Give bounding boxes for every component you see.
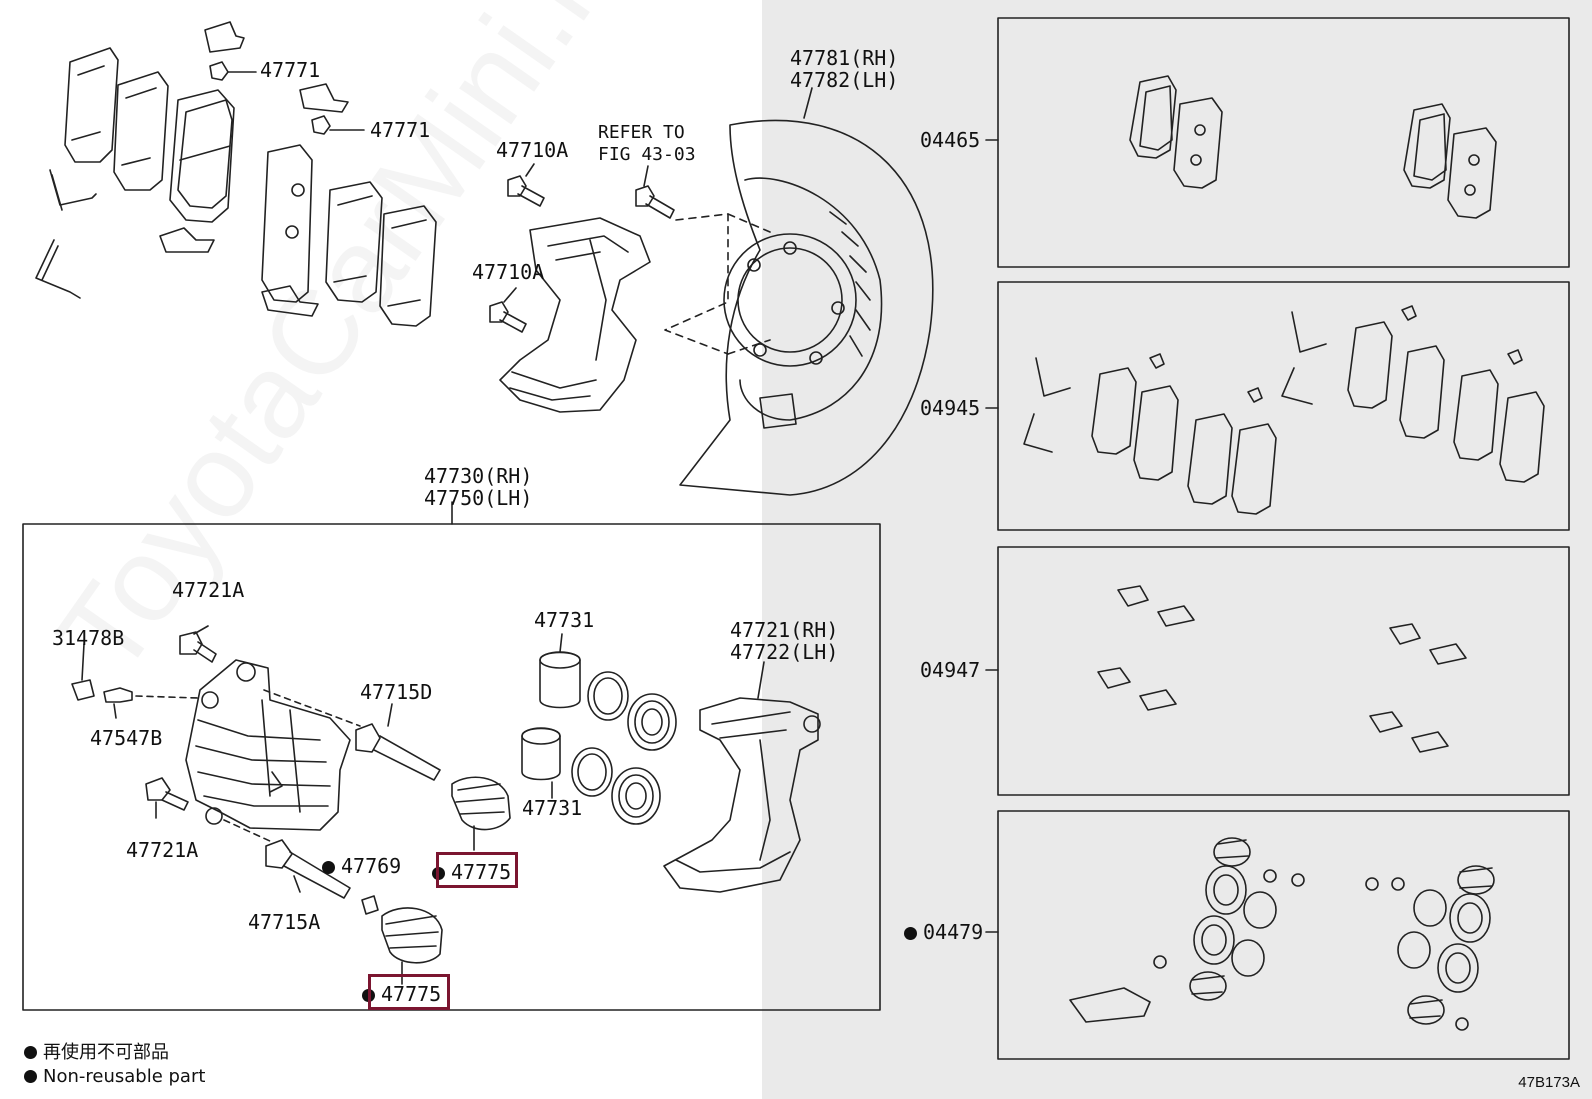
kit-04479-seals (1069, 837, 1495, 1031)
highlight-47775-lower (368, 974, 450, 1010)
label-47715d: 47715D (360, 680, 433, 704)
pad-group-top-left (35, 21, 437, 327)
label-refer-fig: FIG 43-03 (598, 144, 696, 165)
label-47710a-lower: 47710A (472, 260, 545, 284)
legend-line-jp: 再使用不可部品 (24, 1044, 169, 1062)
label-47769: 47769 (322, 856, 401, 876)
label-47771-mid: 47771 (370, 118, 431, 142)
slide-pins (223, 689, 441, 915)
label-47721-rh: 47721(RH) (730, 618, 839, 642)
dust-boots (381, 776, 511, 985)
kit-04465-pads (1129, 75, 1497, 219)
mounting-bracket-lower (663, 661, 821, 893)
label-47715a: 47715A (248, 910, 321, 934)
label-47750-lh: 47750(LH) (424, 486, 533, 510)
legend-text-jp: 再使用不可部品 (43, 1042, 169, 1063)
kit-label-04945: 04945 (920, 396, 981, 420)
caliper-assembly-box (22, 523, 881, 1011)
kit-box-04465 (997, 17, 1570, 268)
kit-04947-clips (1097, 585, 1467, 753)
label-47721a-bottom: 47721A (126, 838, 199, 862)
label-47775-lower-text: 47775 (381, 982, 442, 1006)
label-47710a-upper: 47710A (496, 138, 569, 162)
non-reusable-dot (904, 927, 917, 940)
figure-code: 47B173A (1518, 1074, 1580, 1091)
legend-dot (24, 1046, 37, 1059)
label-47730-rh: 47730(RH) (424, 464, 533, 488)
caliper-small-parts (71, 625, 217, 819)
pistons-seals (521, 633, 677, 825)
label-47781-rh: 47781(RH) (790, 46, 899, 70)
non-reusable-dot (322, 861, 335, 874)
label-47731-top: 47731 (534, 608, 595, 632)
kit-box-04479 (997, 810, 1570, 1060)
label-47721a-top: 47721A (172, 578, 245, 602)
kit-label-04465: 04465 (920, 128, 981, 152)
caliper-body (185, 659, 351, 831)
label-47731-bottom: 47731 (522, 796, 583, 820)
kit-label-04479-text: 04479 (923, 920, 984, 944)
legend-dot (24, 1070, 37, 1083)
bracket-group-top (489, 175, 675, 413)
label-47775-lower: 47775 (362, 984, 441, 1004)
label-47782-lh: 47782(LH) (790, 68, 899, 92)
label-refer-to: REFER TO (598, 122, 685, 143)
kit-label-04947: 04947 (920, 658, 981, 682)
highlight-47775-upper (436, 852, 518, 888)
dust-shield (679, 119, 934, 496)
label-47771-top: 47771 (260, 58, 321, 82)
background-shade (762, 0, 1592, 1099)
label-47547b: 47547B (90, 726, 163, 750)
legend-line-en: Non-reusable part (24, 1068, 205, 1086)
label-47769-text: 47769 (341, 854, 402, 878)
kit-box-04947 (997, 546, 1570, 796)
kit-04945-shims (1023, 305, 1545, 515)
kit-box-04945 (997, 281, 1570, 531)
label-47722-lh: 47722(LH) (730, 640, 839, 664)
guide-lines-top (664, 213, 771, 355)
label-31478b: 31478B (52, 626, 125, 650)
label-47775-upper-text: 47775 (451, 860, 512, 884)
kit-label-04479: 04479 (904, 922, 983, 942)
legend-text-en: Non-reusable part (43, 1066, 206, 1087)
